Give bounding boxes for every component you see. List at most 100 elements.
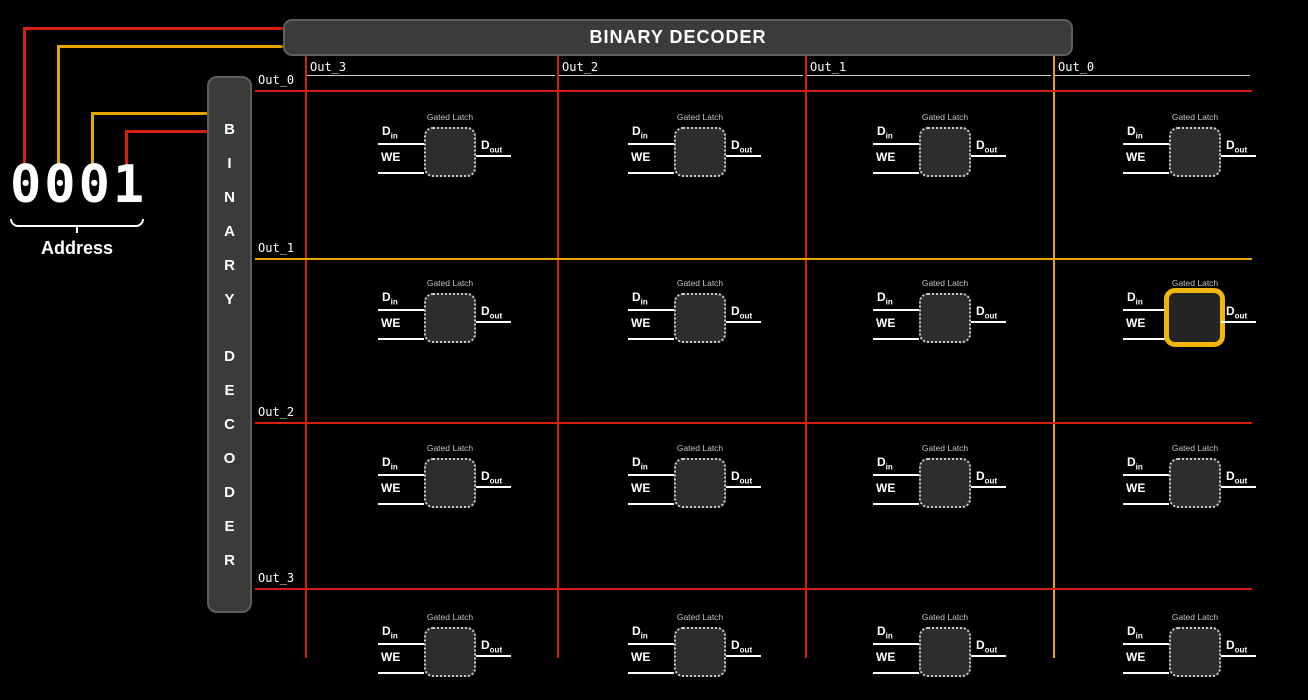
dout-subscript: out (739, 476, 753, 486)
dout-label: Dout (481, 304, 502, 320)
dout-wire (476, 486, 511, 488)
dout-subscript: out (984, 476, 998, 486)
dout-text: D (731, 138, 740, 152)
din-label: Din (877, 624, 893, 640)
dout-label: Dout (481, 638, 502, 654)
column-label-out_1: Out_1 (810, 60, 847, 74)
din-text: D (632, 624, 641, 638)
latch-box (1169, 127, 1221, 177)
din-text: D (877, 290, 886, 304)
address-brace (10, 219, 144, 227)
we-label: WE (1126, 150, 1146, 164)
row-select-line-out_0 (255, 90, 1252, 92)
we-label: WE (631, 316, 651, 330)
latch-box (424, 127, 476, 177)
din-wire (378, 143, 424, 145)
latch-box (674, 293, 726, 343)
we-wire (378, 503, 424, 505)
dout-wire (476, 155, 511, 157)
din-text: D (632, 455, 641, 469)
dout-text: D (1226, 638, 1235, 652)
gated-latch-title: Gated Latch (1171, 112, 1219, 122)
we-label: WE (381, 650, 401, 664)
dout-text: D (1226, 138, 1235, 152)
address-wire-1-vertical (23, 27, 26, 168)
din-wire (628, 309, 674, 311)
decoder-letter: C (224, 415, 235, 433)
dout-subscript: out (1234, 311, 1248, 321)
address-value: 0001 (10, 155, 148, 215)
column-label-out_0: Out_0 (1058, 60, 1095, 74)
dout-label: Dout (1226, 469, 1247, 485)
dout-wire (971, 486, 1006, 488)
din-label: Din (382, 455, 398, 471)
dout-text: D (976, 138, 985, 152)
gated-latch-cell-out_1-out_3: Gated Latch Din WE Dout (378, 278, 514, 364)
decoder-letter: Y (224, 290, 235, 308)
address-wire-3-vertical (91, 112, 94, 168)
dout-wire (971, 321, 1006, 323)
dout-subscript: out (1234, 476, 1248, 486)
din-wire (378, 643, 424, 645)
binary-decoder-top-label: BINARY DECODER (589, 27, 767, 47)
din-wire (1123, 309, 1169, 311)
address-wire-4-vertical (125, 130, 128, 168)
din-label: Din (1127, 124, 1143, 140)
dout-subscript: out (1234, 645, 1248, 655)
din-subscript: in (885, 462, 893, 472)
dout-subscript: out (739, 145, 753, 155)
dout-subscript: out (984, 145, 998, 155)
dout-text: D (731, 304, 740, 318)
din-label: Din (877, 455, 893, 471)
gated-latch-cell-out_3-out_2: Gated Latch Din WE Dout (628, 612, 764, 698)
gated-latch-title: Gated Latch (426, 443, 474, 453)
din-label: Din (1127, 290, 1143, 306)
dout-text: D (1226, 469, 1235, 483)
we-label: WE (1126, 481, 1146, 495)
dout-label: Dout (1226, 638, 1247, 654)
row-label-out_3: Out_3 (258, 571, 295, 585)
din-label: Din (382, 124, 398, 140)
we-wire (1123, 172, 1169, 174)
din-subscript: in (1135, 131, 1143, 141)
din-label: Din (382, 624, 398, 640)
we-label: WE (876, 650, 896, 664)
din-subscript: in (1135, 297, 1143, 307)
row-select-line-out_2 (255, 422, 1252, 424)
column-select-line-out_1 (805, 56, 807, 658)
dout-label: Dout (731, 469, 752, 485)
we-wire (873, 672, 919, 674)
decoder-letter: E (224, 381, 235, 399)
gated-latch-cell-out_3-out_0: Gated Latch Din WE Dout (1123, 612, 1259, 698)
din-text: D (382, 455, 391, 469)
we-wire (628, 672, 674, 674)
address-brace-tick (76, 227, 78, 233)
column-label-out_2: Out_2 (562, 60, 599, 74)
din-subscript: in (1135, 631, 1143, 641)
dout-subscript: out (1234, 145, 1248, 155)
we-label: WE (876, 150, 896, 164)
we-wire (1123, 338, 1169, 340)
decoder-letter: B (224, 120, 235, 138)
din-subscript: in (885, 131, 893, 141)
row-select-line-out_3 (255, 588, 1252, 590)
din-wire (873, 643, 919, 645)
decoder-letter: N (224, 188, 235, 206)
latch-box (424, 458, 476, 508)
address-wire-2-vertical (57, 45, 60, 168)
din-wire (628, 143, 674, 145)
din-text: D (877, 624, 886, 638)
dout-text: D (481, 469, 490, 483)
dout-label: Dout (976, 638, 997, 654)
latch-box (424, 627, 476, 677)
dout-text: D (976, 304, 985, 318)
din-subscript: in (1135, 462, 1143, 472)
din-label: Din (632, 124, 648, 140)
din-text: D (1127, 455, 1136, 469)
gated-latch-title: Gated Latch (676, 112, 724, 122)
dout-subscript: out (739, 645, 753, 655)
we-wire (873, 503, 919, 505)
gated-latch-cell-out_1-out_1: Gated Latch Din WE Dout (873, 278, 1009, 364)
din-wire (1123, 143, 1169, 145)
